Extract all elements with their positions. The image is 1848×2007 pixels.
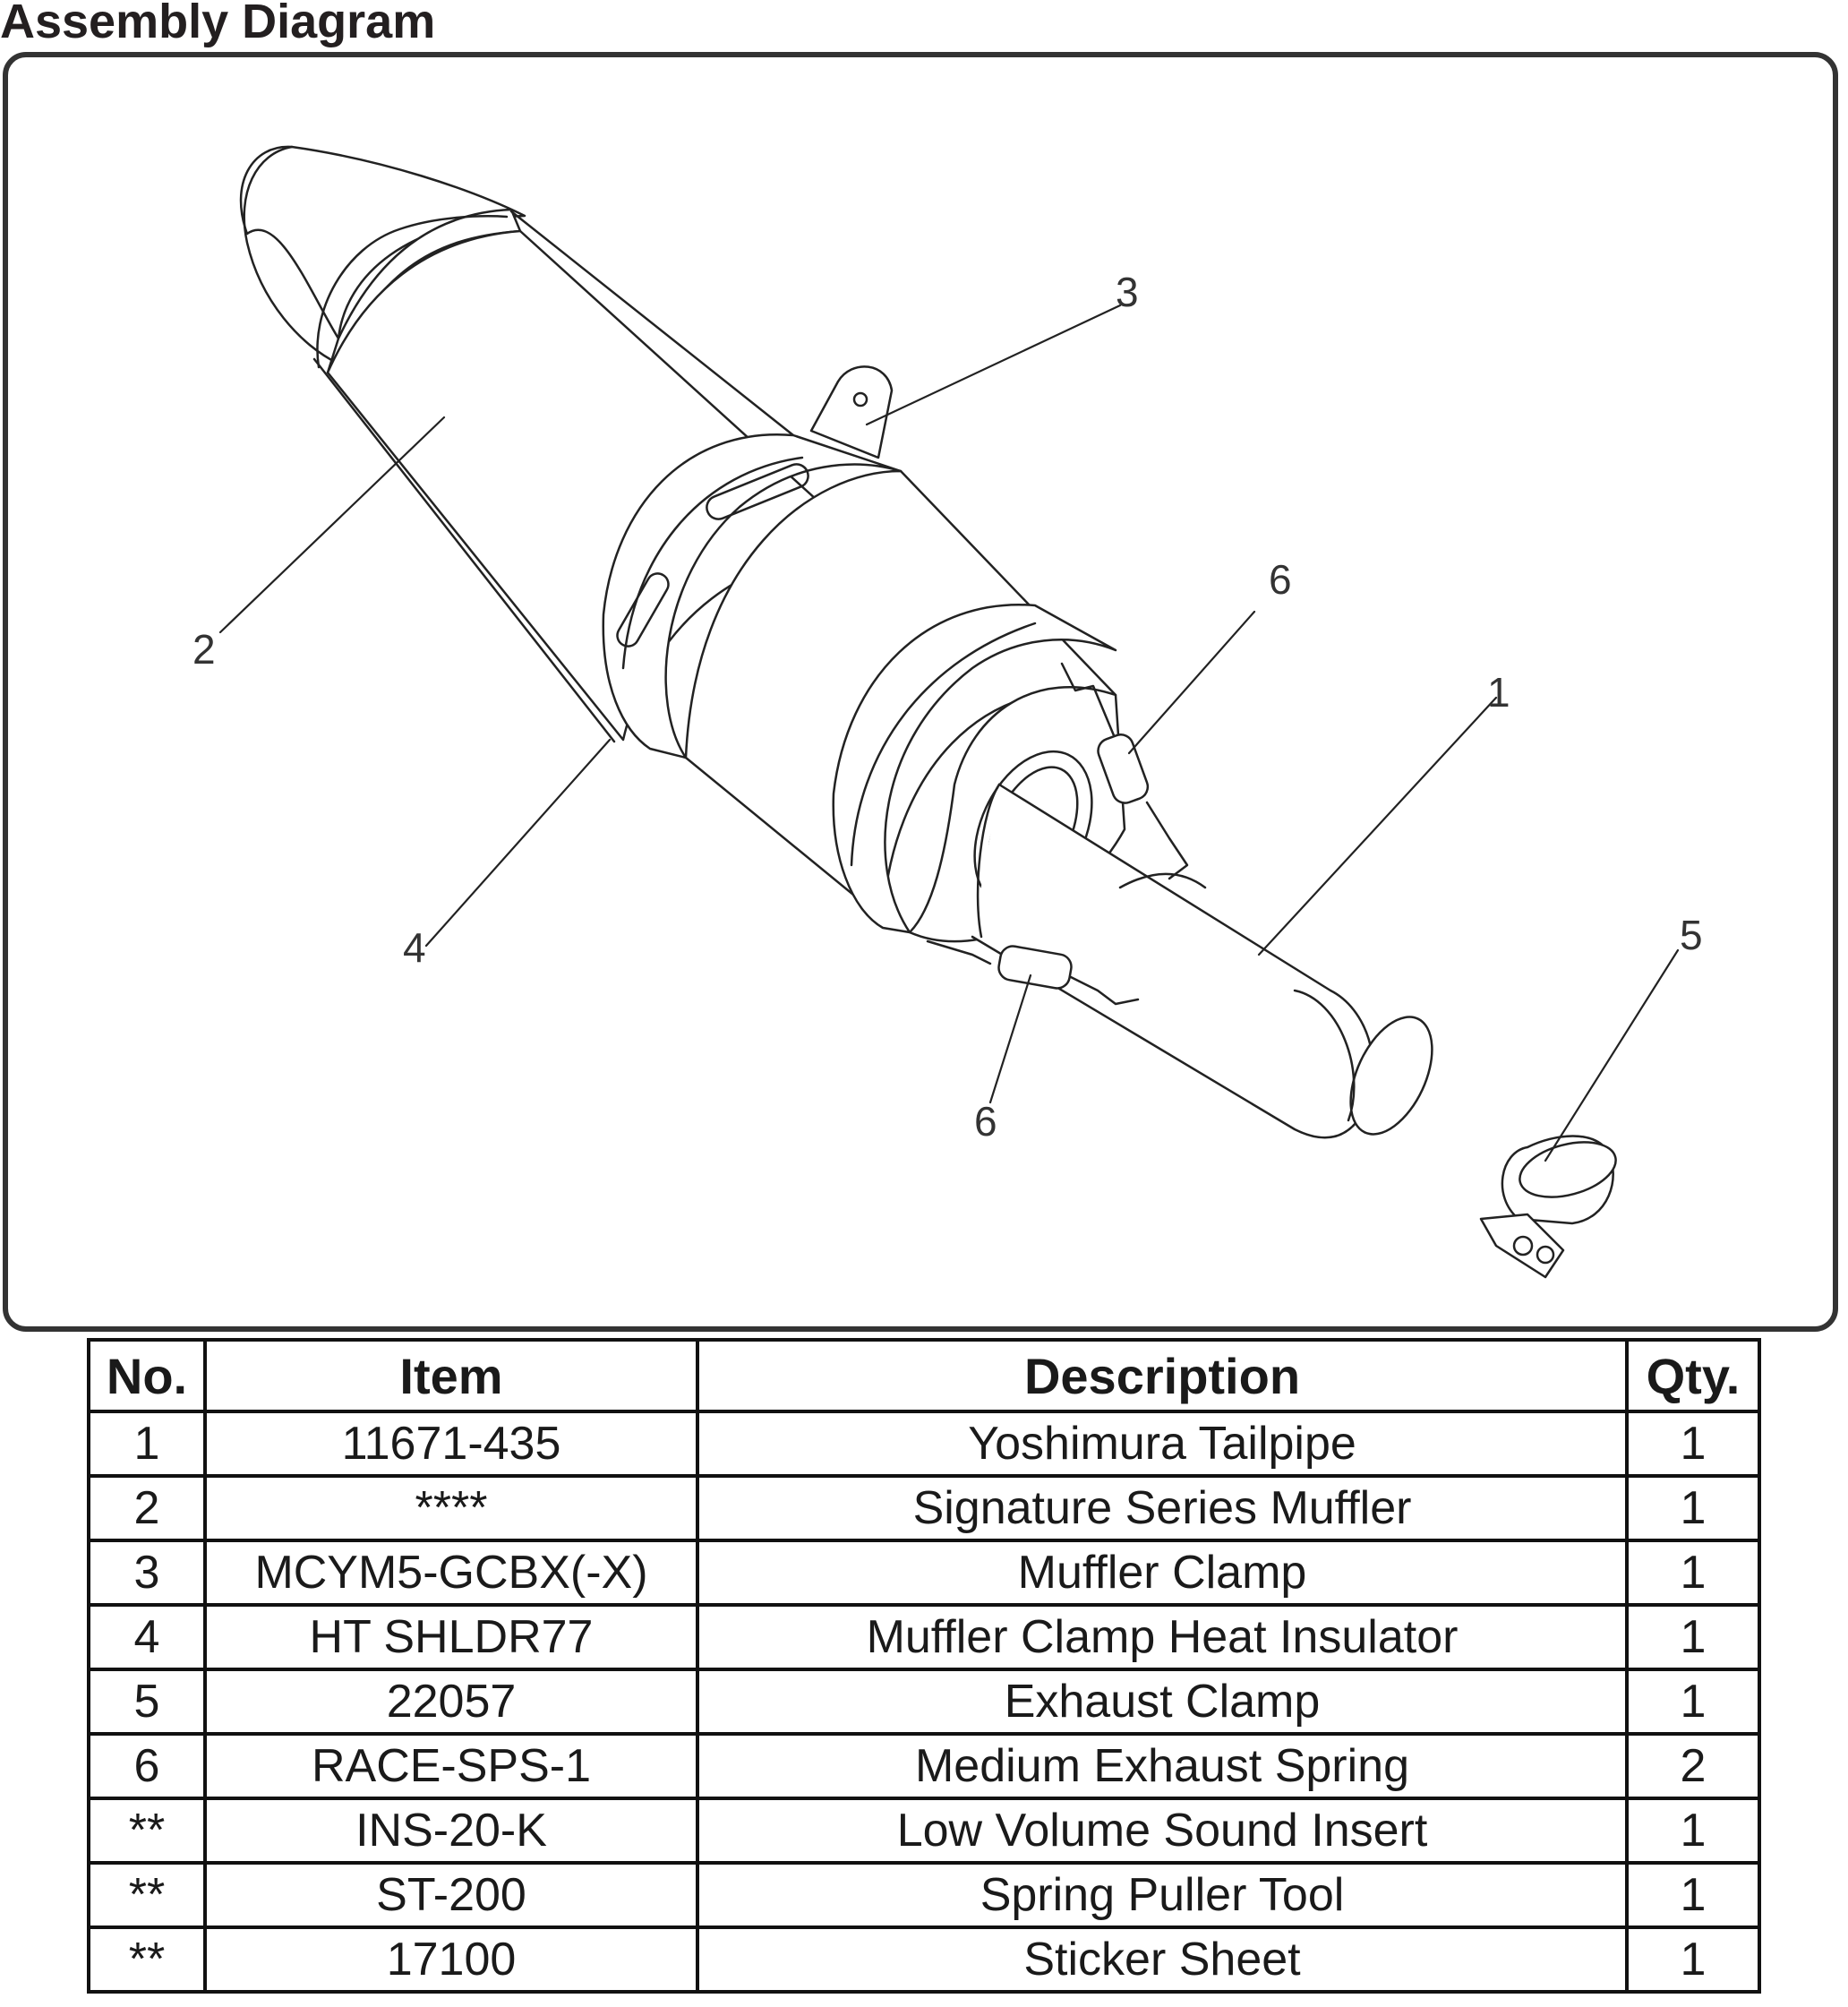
cell-description: Yoshimura Tailpipe bbox=[696, 1410, 1629, 1478]
cell-item: HT SHLDR77 bbox=[203, 1603, 699, 1671]
cell-description: Muffler Clamp Heat Insulator bbox=[696, 1603, 1629, 1671]
leader-line-3 bbox=[865, 304, 1122, 426]
clamp-bracket-tab bbox=[809, 365, 894, 459]
cell-description: Muffler Clamp bbox=[696, 1539, 1629, 1607]
leader-line-2 bbox=[218, 416, 446, 634]
callout-3: 3 bbox=[1116, 269, 1139, 315]
header-description: Description bbox=[696, 1338, 1629, 1413]
cell-item: 22057 bbox=[203, 1668, 699, 1736]
cell-item: INS-20-K bbox=[203, 1797, 699, 1865]
cell-item: RACE-SPS-1 bbox=[203, 1732, 699, 1800]
cell-item: MCYM5-GCBX(-X) bbox=[203, 1539, 699, 1607]
cell-no: ** bbox=[87, 1797, 207, 1865]
header-qty: Qty. bbox=[1625, 1338, 1761, 1413]
cell-no: ** bbox=[87, 1926, 207, 1994]
table-row: 2 **** Signature Series Muffler 1 bbox=[87, 1474, 1761, 1542]
table-row: 5 22057 Exhaust Clamp 1 bbox=[87, 1668, 1761, 1736]
callout-labels: 3 2 4 6 1 6 5 bbox=[192, 269, 1703, 1145]
exploded-view-drawing: 3 2 4 6 1 6 5 bbox=[192, 145, 1703, 1279]
cell-qty: 1 bbox=[1625, 1797, 1761, 1865]
callout-4: 4 bbox=[403, 924, 426, 971]
muffler-end-cap-outline bbox=[243, 145, 340, 365]
cell-description: Exhaust Clamp bbox=[696, 1668, 1629, 1736]
cell-item: 11671-435 bbox=[203, 1410, 699, 1478]
cell-no: 5 bbox=[87, 1668, 207, 1736]
parts-list-table: No. Item Description Qty. 1 11671-435 Yo… bbox=[87, 1338, 1761, 1994]
leader-line-1 bbox=[1257, 696, 1498, 956]
header-item: Item bbox=[203, 1338, 699, 1413]
callout-6-lower: 6 bbox=[974, 1098, 997, 1145]
spring-upper bbox=[1060, 662, 1189, 880]
leader-line-4 bbox=[424, 738, 612, 948]
cell-description: Low Volume Sound Insert bbox=[696, 1797, 1629, 1865]
cell-qty: 1 bbox=[1625, 1539, 1761, 1607]
table-row: ** INS-20-K Low Volume Sound Insert 1 bbox=[87, 1797, 1761, 1865]
cell-item: **** bbox=[203, 1474, 699, 1542]
table-row: ** 17100 Sticker Sheet 1 bbox=[87, 1926, 1761, 1994]
cell-no: 4 bbox=[87, 1603, 207, 1671]
cell-no: 3 bbox=[87, 1539, 207, 1607]
cell-description: Sticker Sheet bbox=[696, 1926, 1629, 1994]
leader-line-5 bbox=[1544, 948, 1680, 1162]
exhaust-clamp bbox=[1479, 1135, 1617, 1279]
tailpipe-end bbox=[1349, 1016, 1433, 1136]
cell-item: ST-200 bbox=[203, 1861, 699, 1929]
cell-qty: 1 bbox=[1625, 1603, 1761, 1671]
callout-6-upper: 6 bbox=[1269, 556, 1292, 603]
cell-no: 6 bbox=[87, 1732, 207, 1800]
page-title: Assembly Diagram bbox=[0, 0, 436, 48]
cell-no: 1 bbox=[87, 1410, 207, 1478]
cell-item: 17100 bbox=[203, 1926, 699, 1994]
table-row: 6 RACE-SPS-1 Medium Exhaust Spring 2 bbox=[87, 1732, 1761, 1800]
assembly-diagram: 3 2 4 6 1 6 5 bbox=[3, 52, 1838, 1332]
callout-2: 2 bbox=[192, 626, 216, 673]
leader-line-6-lower bbox=[988, 973, 1032, 1104]
table-row: ** ST-200 Spring Puller Tool 1 bbox=[87, 1861, 1761, 1929]
cell-qty: 1 bbox=[1625, 1668, 1761, 1736]
table-row: 1 11671-435 Yoshimura Tailpipe 1 bbox=[87, 1410, 1761, 1478]
header-no: No. bbox=[87, 1338, 207, 1413]
cell-no: 2 bbox=[87, 1474, 207, 1542]
cell-description: Medium Exhaust Spring bbox=[696, 1732, 1629, 1800]
leader-line-6-upper bbox=[1127, 610, 1256, 755]
table-row: 4 HT SHLDR77 Muffler Clamp Heat Insulato… bbox=[87, 1603, 1761, 1671]
callout-1: 1 bbox=[1487, 669, 1510, 716]
cell-qty: 1 bbox=[1625, 1410, 1761, 1478]
cell-qty: 2 bbox=[1625, 1732, 1761, 1800]
cell-description: Spring Puller Tool bbox=[696, 1861, 1629, 1929]
spring-lower bbox=[926, 939, 1140, 1006]
cell-qty: 1 bbox=[1625, 1861, 1761, 1929]
cell-no: ** bbox=[87, 1861, 207, 1929]
cell-description: Signature Series Muffler bbox=[696, 1474, 1629, 1542]
table-header-row: No. Item Description Qty. bbox=[87, 1338, 1761, 1413]
callout-5: 5 bbox=[1680, 912, 1703, 958]
cell-qty: 1 bbox=[1625, 1474, 1761, 1542]
table-row: 3 MCYM5-GCBX(-X) Muffler Clamp 1 bbox=[87, 1539, 1761, 1607]
cell-qty: 1 bbox=[1625, 1926, 1761, 1994]
